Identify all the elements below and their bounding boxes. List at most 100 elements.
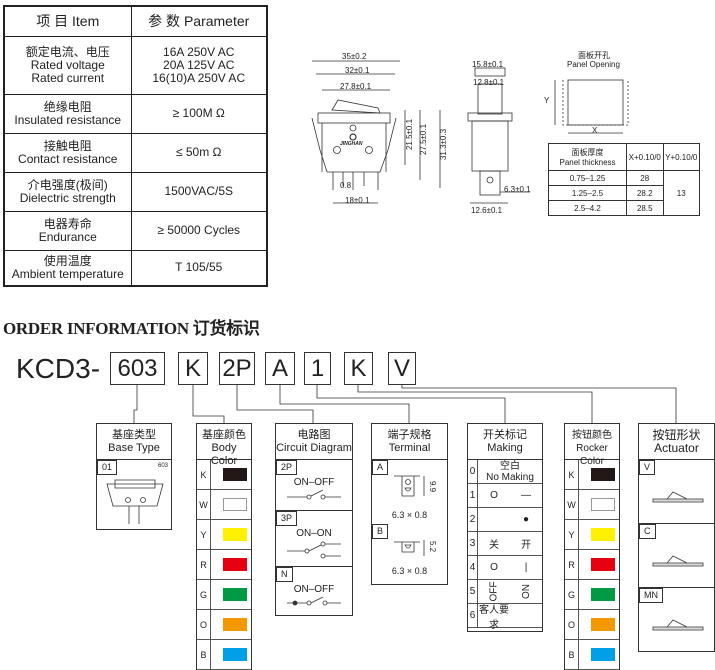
color-swatch [591, 468, 615, 481]
making-mark-off: OFF [478, 582, 510, 602]
t: ON–OFF [293, 584, 335, 595]
spec-value: ≥ 50000 Cycles [130, 210, 268, 251]
switch-drawing [311, 60, 629, 204]
t: Ambient temperature [11, 266, 124, 281]
option-code: O [565, 610, 579, 639]
code-actuator: V [388, 352, 416, 385]
body-color-option-K: K [197, 460, 251, 490]
t: 面板厚度 [571, 148, 604, 157]
option-code: R [565, 550, 579, 579]
y-header: Y+0.10/0 [662, 143, 700, 171]
t: 基座类型 [112, 429, 156, 441]
t: 16A 250V AC [163, 44, 235, 59]
color-swatch [223, 618, 247, 631]
option-code: K [565, 460, 579, 489]
tag: A [372, 460, 389, 475]
color-swatch [591, 588, 615, 601]
option-code: 5 [468, 580, 478, 603]
t: ON–ON [296, 528, 332, 539]
t: 介电强度(极间) [27, 177, 108, 192]
spec-value: ≤ 50m Ω [130, 132, 268, 173]
option-code: 1 [468, 484, 478, 507]
t: 使用温度 [43, 253, 92, 268]
t: 客人要求 [479, 604, 509, 631]
option-code: B [197, 640, 211, 669]
option-code: 0 [468, 460, 478, 483]
body-color-option-G: G [197, 580, 251, 610]
t: ON [520, 584, 532, 599]
t: 按钮颜色 [572, 430, 612, 441]
t: ● [522, 514, 530, 525]
t: 基座颜色 [202, 429, 246, 441]
rocker-color-option-O: O [565, 610, 619, 640]
t: 28.5 [626, 200, 664, 216]
t: 绝缘电阻 [43, 99, 92, 114]
t: Panel thickness [559, 158, 616, 167]
dim: 27.8±0.1 [340, 82, 372, 91]
dim: 18±0.1 [345, 196, 370, 205]
color-swatch [223, 588, 247, 601]
body-color-option-Y: Y [197, 520, 251, 550]
dim: 0.8 [340, 181, 352, 190]
code-base: 603 [110, 352, 165, 385]
t: Contact resistance [18, 151, 118, 166]
rocker-color-option-R: R [565, 550, 619, 580]
tag: 2P [276, 460, 298, 475]
x-label: X [592, 126, 598, 135]
option-code: K [197, 460, 211, 489]
t: 16(10)A 250V AC [152, 70, 246, 85]
connector-lines [133, 385, 677, 423]
brand-name: JINGHAN [340, 141, 363, 147]
making-mark-on: 开 [510, 536, 542, 551]
option-code: O [197, 610, 211, 639]
making-mark-off: O [478, 562, 510, 573]
y-label: Y [544, 96, 550, 105]
switch-symbol-icon [287, 489, 341, 500]
panel-opening-en: Panel Opening [567, 60, 620, 69]
rocker-color-option-W: W [565, 490, 619, 520]
actuator-option-C: C [639, 524, 714, 588]
dim: 32±0.1 [345, 66, 370, 75]
dim: 15.8±0.1 [472, 60, 504, 69]
code-making: 1 [304, 352, 331, 385]
terminal-a: A 9.9 6.3 × 0.8 [372, 460, 447, 524]
t: 空白 [500, 460, 520, 472]
t: Base Type [108, 442, 160, 454]
t: | [524, 562, 528, 573]
option-code: Y [565, 520, 579, 549]
t: 电路图 [297, 429, 331, 441]
t: Endurance [38, 229, 97, 244]
spec-value: 1500VAC/5S [130, 171, 268, 212]
making-mark-on: ● [510, 514, 542, 525]
terminal-size: 6.3 × 0.8 [391, 566, 428, 576]
code-rocker: K [344, 352, 373, 385]
body-color-option-R: R [197, 550, 251, 580]
body-color-option-B: B [197, 640, 251, 670]
t: 1.25–2.5 [548, 185, 627, 201]
t: Insulated resistance [14, 112, 122, 127]
spec-value: T 105/55 [130, 249, 268, 287]
actuator-shape-icon [652, 555, 704, 567]
color-swatch [591, 498, 615, 511]
tag: V [639, 460, 656, 475]
t: O [490, 490, 498, 501]
